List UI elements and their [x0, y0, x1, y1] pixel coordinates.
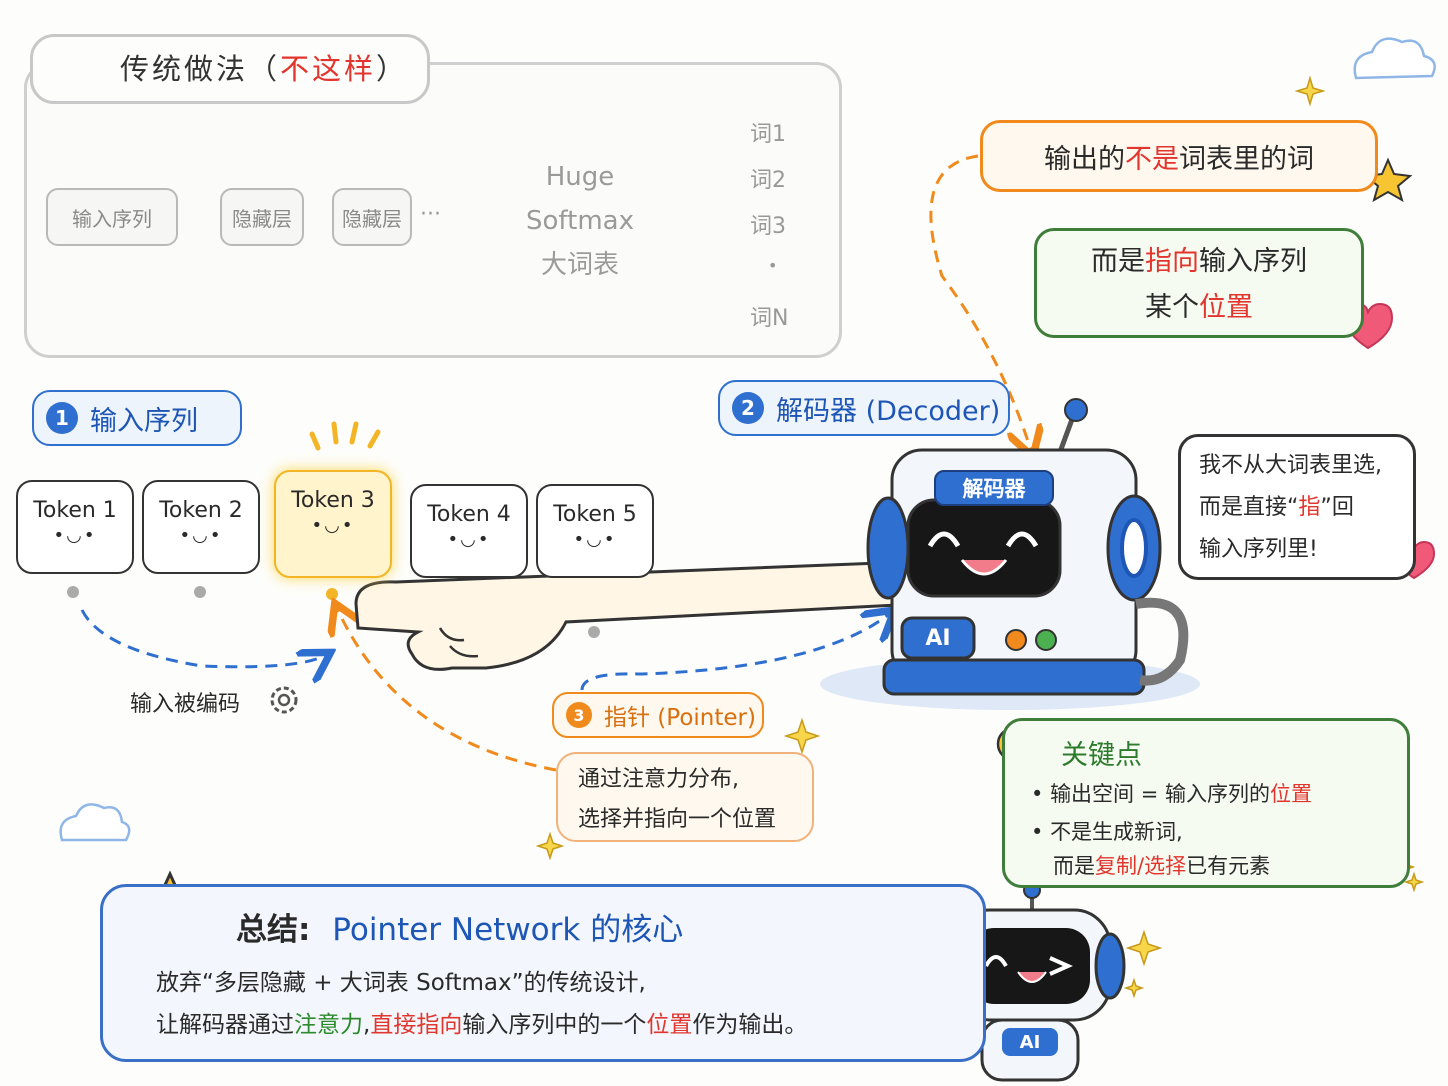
token-2: Token 2•◡•	[142, 480, 260, 574]
cloud-icon	[1353, 37, 1436, 80]
key-points-box: 关键点 • 输出空间 = 输入序列的位置 • 不是生成新词, 而是复制/选择已有…	[1002, 718, 1410, 888]
word-3: 词3	[750, 214, 786, 239]
title-suffix: ）	[376, 52, 409, 86]
summary-box	[100, 884, 986, 1062]
word-n: 词N	[750, 306, 789, 331]
decoder-robot	[820, 398, 1200, 710]
robot-speech-bubble: 我不从大词表里选, 而是直接“指”回 输入序列里!	[1178, 434, 1416, 580]
token-1: Token 1•◡•	[16, 480, 134, 574]
point-position-callout: 而是指向输入序列 某个位置	[1034, 228, 1364, 338]
gear-icon	[270, 686, 298, 714]
pointer-description: 通过注意力分布, 选择并指向一个位置	[556, 752, 814, 842]
highlight-rays	[309, 421, 381, 451]
hidden-layer-box: 隐藏层	[332, 188, 412, 246]
not-vocab-callout: 输出的不是词表里的词	[980, 120, 1378, 192]
token-4: Token 4•◡•	[410, 484, 528, 578]
summary-title: 总结: Pointer Network 的核心	[236, 912, 684, 948]
traditional-title: 传统做法（不这样）	[120, 46, 408, 88]
cloud-icon	[59, 803, 131, 842]
flow-dots: ···	[420, 202, 441, 227]
position-dot	[588, 626, 600, 638]
word-2: 词2	[750, 168, 786, 193]
word-1: 词1	[750, 122, 786, 147]
position-dot	[194, 586, 206, 598]
key-points-title: 关键点	[1061, 740, 1142, 771]
word-ellipsis: •	[768, 256, 778, 275]
encoded-label: 输入被编码	[130, 692, 241, 717]
title-red: 不这样	[280, 52, 377, 86]
small-robot-badge: AI	[1002, 1028, 1058, 1056]
decoder-ai-badge: AI	[925, 625, 951, 651]
input-seq-box: 输入序列	[46, 188, 178, 246]
decoder-plate: 解码器	[934, 470, 1054, 506]
token-5: Token 5•◡•	[536, 484, 654, 578]
position-dot-selected	[326, 588, 338, 600]
token-3-selected: Token 3•◡•	[274, 470, 392, 578]
summary-body: 放弃“多层隐藏 + 大词表 Softmax”的传统设计, 让解码器通过注意力,直…	[156, 970, 808, 1038]
position-dot	[67, 586, 79, 598]
traditional-title-box	[30, 34, 430, 104]
softmax-label: Huge Softmax 大词表	[526, 162, 634, 280]
title-prefix: 传统做法（	[120, 52, 281, 86]
hidden-layer-box: 隐藏层	[220, 188, 304, 246]
